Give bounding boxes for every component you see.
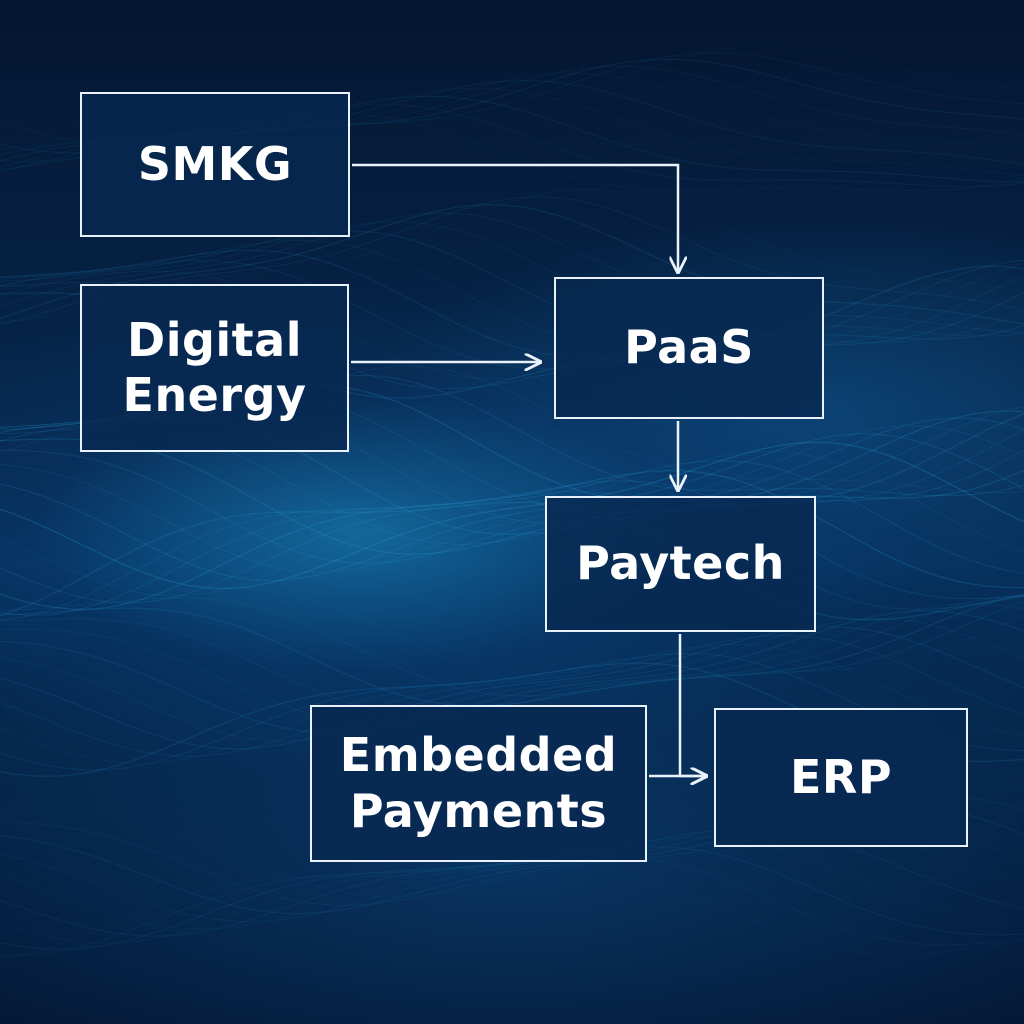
node-paytech: Paytech: [545, 496, 816, 632]
wave-line-47: [0, 626, 1024, 750]
wave-line-16: [0, 240, 1024, 348]
wave-line-14: [0, 221, 1024, 337]
wave-line-42: [0, 593, 1024, 707]
wave-line-44: [0, 603, 1024, 725]
wave-line-57: [0, 827, 1024, 937]
wave-line-34: [0, 450, 1024, 597]
wave-line-45: [0, 610, 1024, 734]
wave-line-32: [0, 433, 1024, 582]
wave-line-61: [0, 865, 1024, 960]
node-paytech-label: Paytech: [576, 536, 785, 591]
node-erp: ERP: [714, 708, 968, 847]
wave-line-35: [0, 460, 1024, 604]
wave-line-59: [0, 846, 1024, 950]
wave-line-33: [0, 441, 1024, 590]
wave-line-30: [0, 417, 1024, 565]
wave-line-36: [0, 469, 1024, 610]
wave-line-39: [0, 501, 1024, 621]
node-paas-label: PaaS: [624, 320, 754, 375]
wave-line-48: [0, 634, 1024, 758]
wave-line-37: [0, 480, 1024, 616]
node-digital-energy: Digital Energy: [80, 284, 349, 452]
wave-line-15: [0, 230, 1024, 340]
wave-line-50: [0, 653, 1024, 771]
wave-line-60: [0, 855, 1024, 957]
node-erp-label: ERP: [789, 749, 893, 804]
node-smkg: SMKG: [80, 92, 350, 237]
edge-paytech-to-erp: [678, 634, 706, 776]
wave-line-13: [0, 212, 1024, 333]
wave-line-18: [0, 259, 1024, 370]
node-embedded-payments-label: Embedded Payments: [339, 728, 618, 838]
wave-line-41: [0, 597, 1024, 697]
wave-line-17: [0, 249, 1024, 359]
edge-smkg-to-paas: [352, 163, 678, 272]
node-paas: PaaS: [554, 277, 824, 419]
node-digital-energy-label: Digital Energy: [122, 312, 307, 422]
wave-line-31: [0, 425, 1024, 573]
wave-line-19: [0, 262, 1024, 380]
wave-line-40: [0, 587, 1024, 687]
wave-line-46: [0, 618, 1024, 742]
wave-line-11: [0, 196, 1024, 325]
wave-line-58: [0, 837, 1024, 944]
wave-line-29: [0, 410, 1024, 555]
wave-line-12: [0, 203, 1024, 325]
wave-line-49: [0, 643, 1024, 764]
node-smkg-label: SMKG: [137, 136, 293, 191]
wave-line-38: [0, 490, 1024, 621]
node-embedded-payments: Embedded Payments: [310, 705, 647, 862]
